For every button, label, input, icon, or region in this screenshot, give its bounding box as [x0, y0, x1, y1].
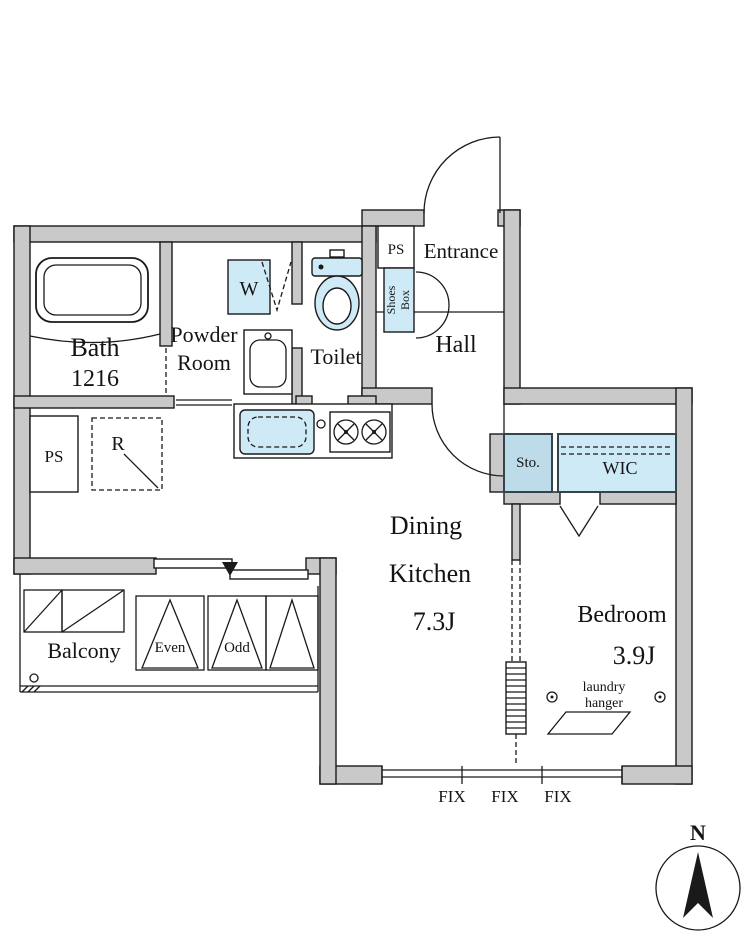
fix-label-1: FIX [438, 787, 465, 806]
entrance-door-swing [423, 136, 501, 214]
fix-windows: FIX FIX FIX [381, 766, 623, 806]
walk-in-closet: WIC [557, 433, 677, 538]
washbasin [243, 329, 293, 395]
bedroom-label: Bedroom [577, 602, 667, 628]
fix-label-3: FIX [544, 787, 571, 806]
dining-kitchen-size-label: 7.3J [413, 607, 456, 636]
bath-room: Bath 1216 [29, 257, 167, 394]
partition-board-plain [265, 595, 319, 671]
wic-door-swing [559, 505, 599, 538]
north-label: N [690, 820, 706, 845]
refrigerator-label: R [111, 433, 125, 455]
ps-lower-label: PS [45, 447, 64, 466]
bathtub [35, 257, 149, 323]
laundry-hanger-label-1: laundry [583, 680, 626, 695]
compass-needle-icon [683, 852, 713, 918]
dining-kitchen-label-1: Dining [390, 511, 462, 540]
bedroom-size-label: 3.9J [613, 641, 656, 670]
wic-label: WIC [603, 458, 638, 478]
balcony-slab [23, 589, 125, 633]
bath-size-label: 1216 [71, 366, 119, 392]
powder-room-door [176, 399, 232, 406]
powder-room-label-1: Powder [170, 322, 238, 347]
toilet-label: Toilet [310, 344, 361, 369]
bedroom-partition [505, 560, 527, 766]
shoes-box-door-arc [415, 271, 450, 339]
drain-icon [29, 673, 39, 683]
kitchen-sink [239, 409, 315, 455]
even-label: Even [155, 640, 186, 656]
stove-burners [329, 411, 391, 453]
north-compass: N [655, 820, 741, 931]
powder-room-label-2: Room [177, 350, 231, 375]
toilet-fixture [311, 249, 363, 331]
dining-kitchen: Dining Kitchen 7.3J [389, 511, 471, 636]
shoes-box-label-2: Box [398, 290, 412, 310]
pipe-shaft-upper [377, 225, 415, 269]
toilet-door-swing [261, 261, 292, 313]
washing-machine: W [227, 259, 271, 315]
partition-board-even: Even [135, 595, 205, 671]
bath-label: Bath [70, 333, 119, 362]
washer-label: W [240, 278, 259, 300]
odd-label: Odd [224, 640, 250, 656]
bedroom: Bedroom 3.9J laundry hanger [546, 602, 667, 735]
laundry-hanger-label-2: hanger [585, 696, 623, 711]
kitchen-counter [233, 403, 393, 459]
partition-board-odd: Odd [207, 595, 267, 671]
entrance-label: Entrance [424, 239, 499, 263]
toilet-room: Toilet [310, 249, 363, 369]
service-niche: PS R [29, 415, 163, 493]
shoes-box: Shoes Box [383, 267, 450, 339]
triangle-marker-icon [222, 562, 238, 576]
shoes-box-label-1: Shoes [384, 285, 398, 314]
entrance-area: PS Shoes Box Entrance Hall [376, 136, 505, 477]
balcony-label: Balcony [47, 638, 120, 663]
bath-deck-edge [29, 333, 161, 344]
storage-closet: Sto. [503, 433, 553, 493]
ps-upper-label: PS [388, 242, 405, 258]
balcony-sliding-window [153, 558, 309, 580]
pipe-shaft-lower [29, 415, 79, 493]
laundry-hanger: laundry hanger [546, 680, 666, 735]
storage-label: Sto. [516, 455, 540, 471]
faucet-icon [316, 419, 326, 429]
balcony: Balcony Even Odd [19, 574, 319, 693]
hall-label: Hall [435, 332, 477, 358]
refrigerator-space: R [91, 417, 163, 491]
dining-kitchen-label-2: Kitchen [389, 559, 471, 588]
fix-label-2: FIX [491, 787, 518, 806]
powder-room: W Powder Room [170, 259, 293, 406]
